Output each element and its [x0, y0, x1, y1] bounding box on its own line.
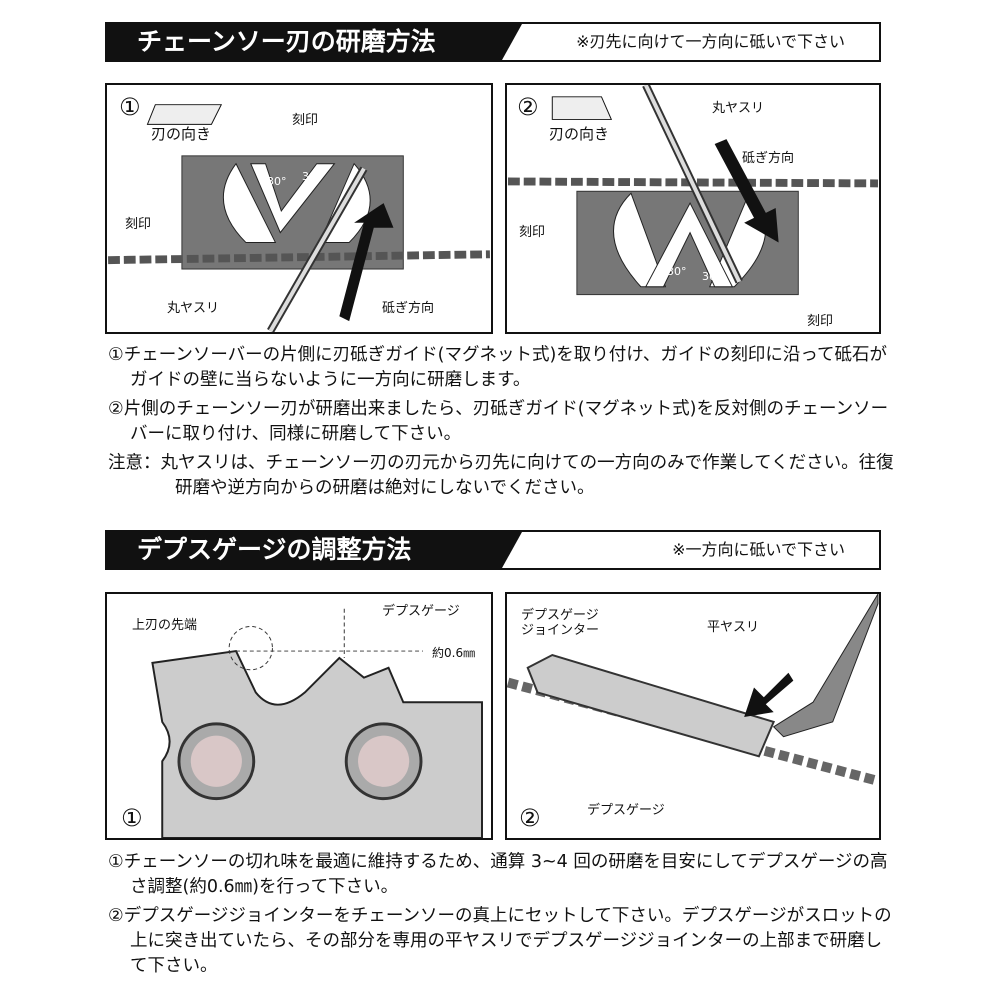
instruction-step: ①チェーンソーバーの片側に刃砥ぎガイド(マグネット式)を取り付け、ガイドの刻印に…	[108, 345, 888, 390]
mark-label: 刻印	[292, 113, 319, 128]
cutter-tip-label: 上刃の先端	[132, 618, 198, 633]
jointer-label: デプスゲージジョインター	[521, 608, 600, 638]
section1-note: ※刃先に向けて一方向に砥いで下さい	[576, 32, 845, 51]
depth-value-label: 約0.6㎜	[432, 646, 476, 660]
section2-title: デプスゲージの調整方法	[107, 532, 522, 568]
section2-note: ※一方向に砥いで下さい	[672, 540, 845, 559]
angle-label: 30°	[667, 265, 687, 278]
cutter-diagram	[151, 608, 483, 838]
mark-label: 刻印	[125, 217, 152, 232]
round-file-label: 丸ヤスリ	[712, 101, 765, 116]
depth-gauge-label: デプスゲージ	[587, 803, 665, 818]
instruction-step: ①チェーンソーの切れ味を最適に維持するため、通算 3~4 回の研磨を目安にしてデ…	[108, 852, 888, 897]
depth-step1-illustration: 上刃の先端 デプスゲージ 約0.6㎜ ①	[105, 592, 493, 840]
instruction-step: ②片側のチェーンソー刃が研磨出来ましたら、刃砥ぎガイド(マグネット式)を反対側の…	[108, 399, 889, 444]
direction-label: 砥ぎ方向	[742, 151, 795, 166]
direction-label: 砥ぎ方向	[382, 301, 435, 316]
mark-label: 刻印	[807, 314, 834, 329]
flat-file-label: 平ヤスリ	[707, 620, 760, 635]
step-number: ②	[519, 804, 541, 832]
step-number: ①	[121, 804, 143, 832]
mark-label: 刻印	[519, 225, 546, 240]
step-number: ②	[517, 93, 539, 121]
section1-title: チェーンソー刃の研磨方法	[107, 24, 522, 60]
section1-header: チェーンソー刃の研磨方法 ※刃先に向けて一方向に砥いで下さい	[105, 22, 881, 62]
sharpen-step1-illustration: ① 刃の向き 刻印 刻印 30° 30° 丸ヤスリ 砥ぎ方向	[105, 83, 493, 334]
depth-step2-illustration: デプスゲージジョインター 平ヤスリ デプスゲージ ②	[505, 592, 881, 840]
guide-diagram-2	[507, 85, 879, 296]
section1-instructions: ①チェーンソーバーの片側に刃砥ぎガイド(マグネット式)を取り付け、ガイドの刻印に…	[108, 343, 898, 505]
depth-gauge-label: デプスゲージ	[382, 604, 460, 619]
guide-diagram-1	[108, 104, 490, 332]
blade-direction-label: 刃の向き	[151, 125, 212, 143]
angle-label: 30°	[702, 270, 722, 283]
jointer-diagram	[507, 594, 879, 786]
section2-instructions: ①チェーンソーの切れ味を最適に維持するため、通算 3~4 回の研磨を目安にしてデ…	[108, 850, 898, 983]
caution-text: 注意：丸ヤスリは、チェーンソー刃の刃元から刃先に向けての一方向のみで作業してくだ…	[108, 453, 894, 498]
step-number: ①	[119, 93, 141, 121]
round-file-label: 丸ヤスリ	[167, 301, 220, 316]
instruction-step: ②デプスゲージジョインターをチェーンソーの真上にセットして下さい。デプスゲージが…	[108, 906, 892, 976]
sharpen-step2-illustration: ② 刃の向き 丸ヤスリ 砥ぎ方向 刻印 刻印 30° 30°	[505, 83, 881, 334]
section2-header: デプスゲージの調整方法 ※一方向に砥いで下さい	[105, 530, 881, 570]
angle-label: 30°	[302, 170, 322, 183]
angle-label: 30°	[267, 175, 287, 188]
blade-direction-label: 刃の向き	[549, 125, 610, 143]
